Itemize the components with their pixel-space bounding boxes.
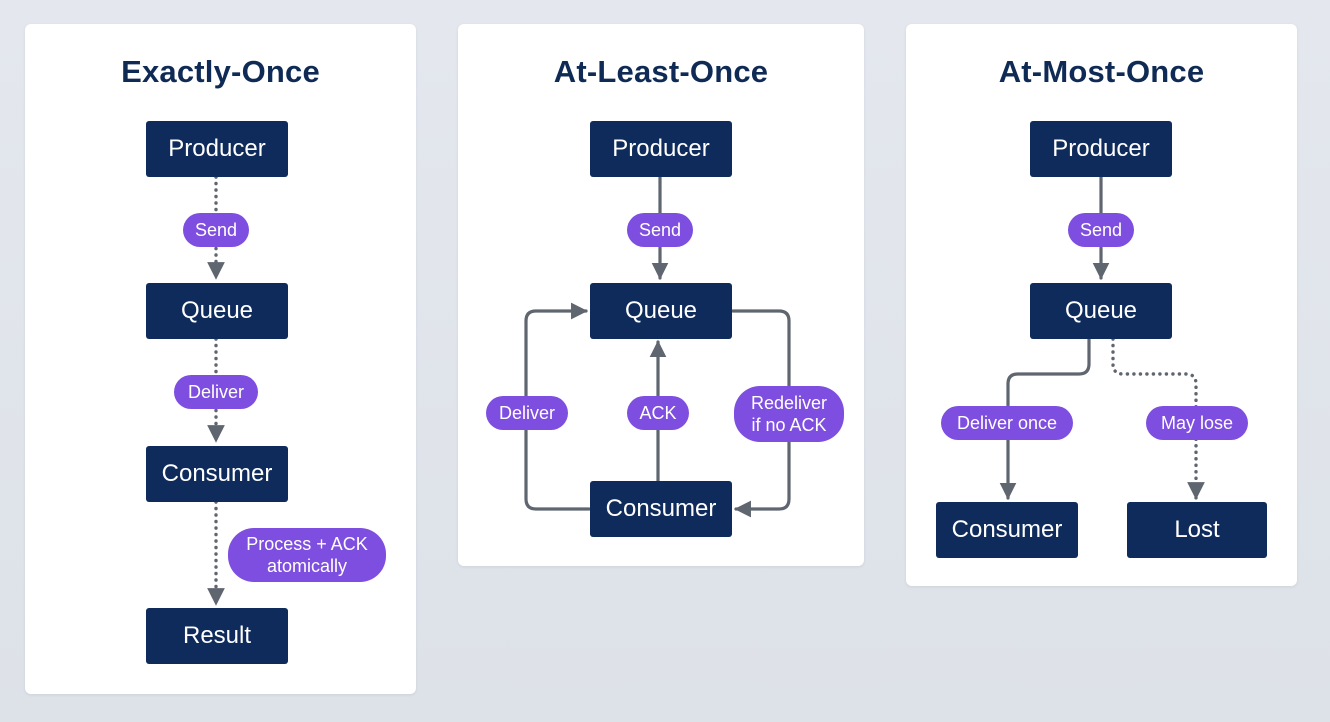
ack-label: ACK bbox=[627, 396, 689, 430]
deliver-once-label: Deliver once bbox=[941, 406, 1073, 440]
edge-deliver-once bbox=[999, 337, 1091, 500]
at-most-once-panel: At-Most-Once Producer Queue Consumer Los… bbox=[906, 24, 1297, 586]
exactly-once-panel: Exactly-Once Producer Queue Consumer Res… bbox=[25, 24, 416, 694]
may-lose-label: May lose bbox=[1146, 406, 1248, 440]
send-label: Send bbox=[1068, 213, 1134, 247]
producer-node: Producer bbox=[1030, 121, 1172, 177]
queue-node: Queue bbox=[146, 283, 288, 339]
send-label: Send bbox=[627, 213, 693, 247]
send-label: Send bbox=[183, 213, 249, 247]
queue-node: Queue bbox=[590, 283, 732, 339]
consumer-node: Consumer bbox=[590, 481, 732, 537]
panel-title: At-Least-Once bbox=[553, 54, 769, 89]
panel-title: Exactly-Once bbox=[121, 54, 320, 89]
panel-title: At-Most-Once bbox=[998, 54, 1205, 89]
consumer-node: Consumer bbox=[936, 502, 1078, 558]
queue-node: Queue bbox=[1030, 283, 1172, 339]
consumer-node: Consumer bbox=[146, 446, 288, 502]
deliver-label: Deliver bbox=[486, 396, 568, 430]
lost-node: Lost bbox=[1127, 502, 1267, 558]
process-ack-label: Process + ACK atomically bbox=[228, 528, 386, 582]
producer-node: Producer bbox=[590, 121, 732, 177]
edge-may-lose bbox=[1111, 337, 1205, 500]
redeliver-label: Redeliver if no ACK bbox=[734, 386, 844, 442]
result-node: Result bbox=[146, 608, 288, 664]
producer-node: Producer bbox=[146, 121, 288, 177]
at-least-once-panel: At-Least-Once Producer Queue Consumer Se… bbox=[458, 24, 864, 566]
deliver-label: Deliver bbox=[174, 375, 258, 409]
